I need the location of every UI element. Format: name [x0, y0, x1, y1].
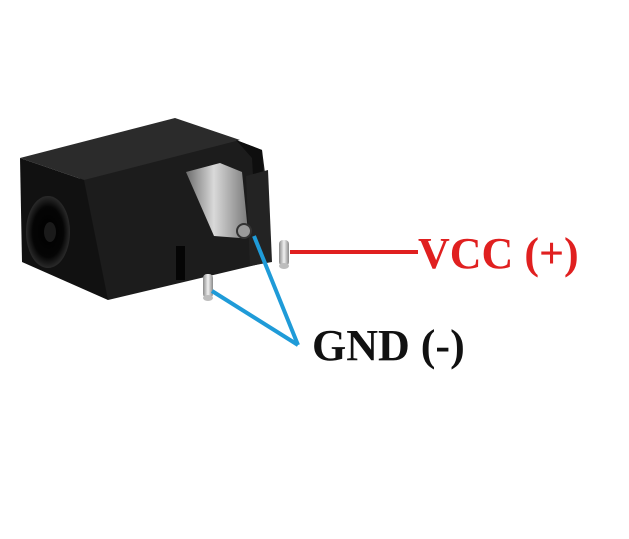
barrel-center-pin [44, 222, 56, 242]
metal-tab-hole [236, 223, 252, 239]
gnd-pin-left [203, 274, 213, 298]
vcc-label: VCC (+) [418, 229, 579, 278]
gnd-lead-line-from-tab [252, 235, 300, 346]
dc-barrel-jack-connector-icon [20, 118, 289, 301]
metal-tab [186, 163, 248, 238]
gnd-lead-line-from-pin [210, 289, 300, 347]
connector-step-block [246, 170, 272, 266]
connector-slot [176, 246, 185, 280]
connector-body-top [20, 118, 240, 180]
connector-pins [203, 240, 289, 301]
vcc-pin [279, 240, 289, 266]
gnd-label: GND (-) [312, 321, 465, 370]
